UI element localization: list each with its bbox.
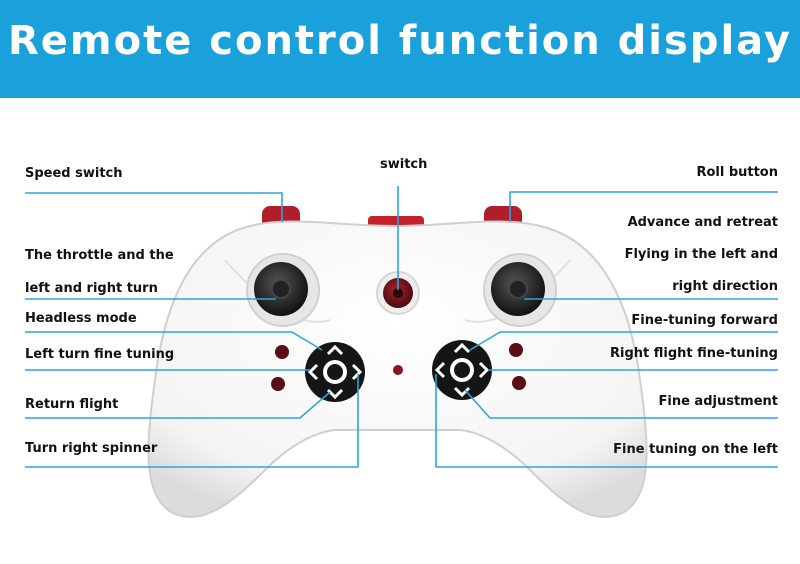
- right-top-button[interactable]: [509, 343, 523, 357]
- right-dpad-right-arrow-icon: [478, 361, 490, 379]
- right-dpad-center-dot: [454, 362, 470, 378]
- left-dpad-right-arrow-icon: [351, 363, 363, 381]
- label-roll-button: Roll button: [696, 165, 778, 180]
- label-fine-tuning-left: Fine tuning on the left: [613, 442, 778, 457]
- right-joystick-cap: [508, 279, 528, 299]
- center-indicator-button[interactable]: [393, 365, 403, 375]
- leader-turn-right-spinner: [25, 374, 359, 468]
- label-right-flight-fine-tuning: Right flight fine-tuning: [609, 346, 778, 361]
- headless-mode-button[interactable]: [275, 345, 289, 359]
- label-flying-direction-line1: Flying in the left and: [624, 247, 778, 262]
- left-dpad-up-arrow-icon: [326, 344, 344, 356]
- title-banner: Remote control function display: [0, 0, 800, 98]
- leader-fine-adjustment: [464, 389, 778, 419]
- label-fine-tuning-forward: Fine-tuning forward: [631, 313, 778, 328]
- right-dpad-left-arrow-icon: [434, 361, 446, 379]
- label-throttle-line2: left and right turn: [25, 281, 158, 296]
- leader-fine-tuning-forward: [469, 331, 778, 351]
- left-dpad-left-arrow-icon: [307, 363, 319, 381]
- left-dpad-down-arrow-icon: [326, 388, 344, 400]
- power-button-center: [393, 288, 403, 298]
- label-return-flight: Return flight: [25, 397, 119, 412]
- label-left-turn-fine-tuning: Left turn fine tuning: [25, 347, 175, 362]
- label-headless-mode: Headless mode: [25, 311, 137, 326]
- label-switch: switch: [380, 157, 428, 172]
- right-dpad-down-arrow-icon: [453, 386, 471, 398]
- label-advance-retreat: Advance and retreat: [627, 215, 778, 230]
- return-flight-button[interactable]: [271, 377, 285, 391]
- label-speed-switch: Speed switch: [25, 166, 123, 181]
- label-fine-adjustment: Fine adjustment: [658, 394, 778, 409]
- right-bottom-button[interactable]: [512, 376, 526, 390]
- left-joystick-cap: [271, 279, 291, 299]
- leader-lines: [25, 186, 778, 468]
- leader-fine-tuning-left: [435, 374, 778, 468]
- leader-speed-switch: [25, 192, 283, 222]
- label-flying-direction-line2: right direction: [672, 279, 778, 294]
- page-title: Remote control function display: [7, 18, 792, 64]
- label-throttle-line1: The throttle and the: [25, 248, 174, 263]
- leader-return-flight: [25, 391, 331, 419]
- left-dpad-center-dot: [327, 364, 343, 380]
- leader-roll-button: [509, 191, 778, 222]
- right-dpad-up-arrow-icon: [453, 342, 471, 354]
- label-turn-right-spinner: Turn right spinner: [25, 441, 158, 456]
- leader-headless-mode: [25, 331, 323, 351]
